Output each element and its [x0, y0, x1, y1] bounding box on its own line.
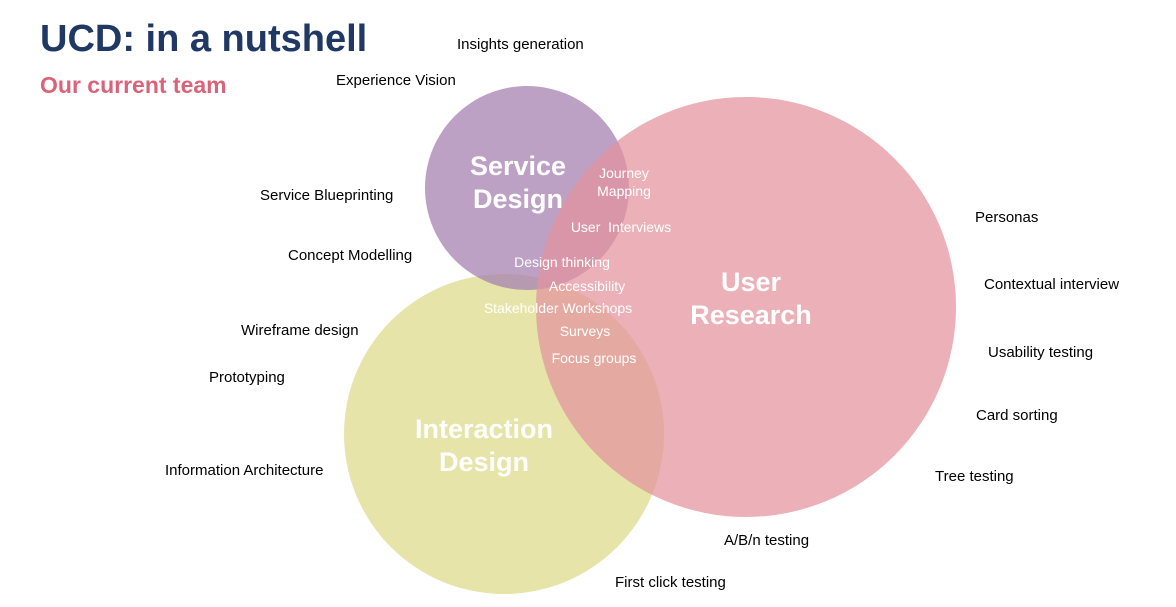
prototyping-label: Prototyping	[209, 369, 285, 386]
wireframe-design-label: Wireframe design	[241, 322, 359, 339]
experience-vision-label: Experience Vision	[336, 72, 456, 89]
user-research-label: User Research	[690, 266, 812, 332]
insights-generation-label: Insights generation	[457, 36, 584, 53]
service-design-label: Service Design	[470, 150, 566, 216]
interaction-design-label-line1: Interaction	[414, 414, 554, 444]
interaction-design-label-line2: Design	[438, 447, 530, 477]
user-interviews-label: User Interviews	[570, 219, 672, 235]
personas-label: Personas	[975, 209, 1039, 226]
surveys-label: Surveys	[559, 323, 611, 339]
user-research-label-line1: User	[720, 267, 782, 297]
journey-mapping-label: Journey Mapping	[597, 164, 651, 200]
service-design-label-line1: Service	[469, 151, 567, 181]
card-sorting-label: Card sorting	[976, 407, 1058, 424]
service-design-label-line2: Design	[472, 184, 564, 214]
ab-testing-label: A/B/n testing	[724, 532, 810, 549]
usability-testing-label: Usability testing	[988, 344, 1094, 361]
tree-testing-label: Tree testing	[935, 468, 1014, 485]
stakeholder-workshops-label: Stakeholder Workshops	[483, 300, 633, 316]
journey-mapping-line2: Mapping	[597, 183, 651, 199]
accessibility-label: Accessibility	[548, 278, 626, 294]
concept-modelling-label: Concept Modelling	[288, 247, 413, 264]
design-thinking-label: Design thinking	[514, 254, 610, 270]
interaction-design-label: Interaction Design	[415, 413, 553, 479]
information-architecture-label: Information Architecture	[165, 462, 324, 479]
user-research-circle	[536, 97, 956, 517]
journey-mapping-line1: Journey	[599, 165, 649, 181]
page-subtitle: Our current team	[40, 72, 227, 98]
page-title: UCD: in a nutshell	[40, 18, 368, 60]
user-research-label-line2: Research	[690, 300, 812, 330]
focus-groups-label: Focus groups	[551, 350, 637, 366]
service-blueprinting-label: Service Blueprinting	[260, 187, 394, 204]
first-click-testing-label: First click testing	[615, 574, 726, 591]
contextual-interview-label: Contextual interview	[984, 276, 1120, 293]
